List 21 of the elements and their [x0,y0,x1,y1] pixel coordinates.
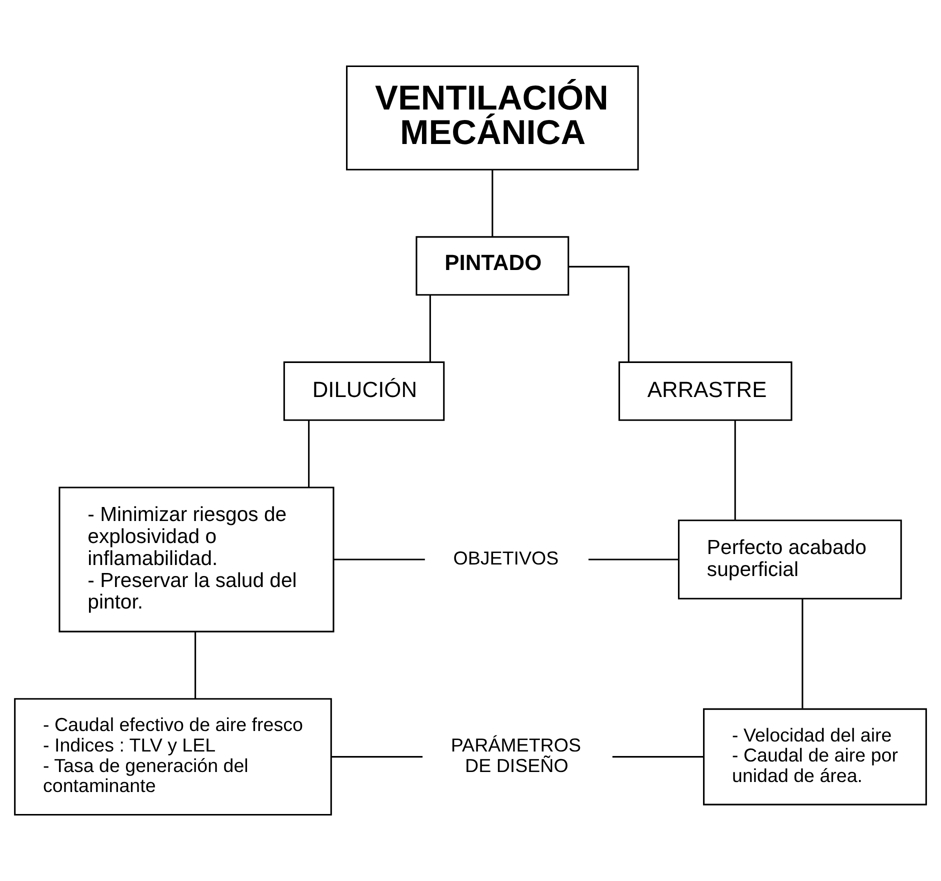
node-text: OBJETIVOS [453,547,559,568]
connector [194,632,196,699]
connector [588,558,679,560]
connector [802,598,804,708]
connector [568,266,630,362]
connector [308,420,310,488]
node-box: - Velocidad del aire - Caudal de aire por unidad de área. [703,708,927,806]
node-text: PARÁMETROS DE DISEÑO [450,734,582,776]
node-box: VENTILACIÓN MECÁNICA [346,65,639,170]
node-box: - Minimizar riesgos de explosividad o inflamabilidad. - Preservar la salud del pintor. [58,486,334,632]
connector [492,170,494,237]
connector [612,756,704,758]
node-box: DILUCIÓN [283,361,445,421]
connector [429,294,431,362]
node-box: Perfecto acabado superficial [678,520,902,600]
connector [332,756,423,758]
node-box: PINTADO [416,236,570,296]
connector [334,558,425,560]
node-box: - Caudal efectivo de aire fresco - Indices : TLV y LEL - Tasa de generación del contaminante [14,698,332,816]
node-box: ARRASTRE [618,361,792,421]
connector [734,420,736,520]
